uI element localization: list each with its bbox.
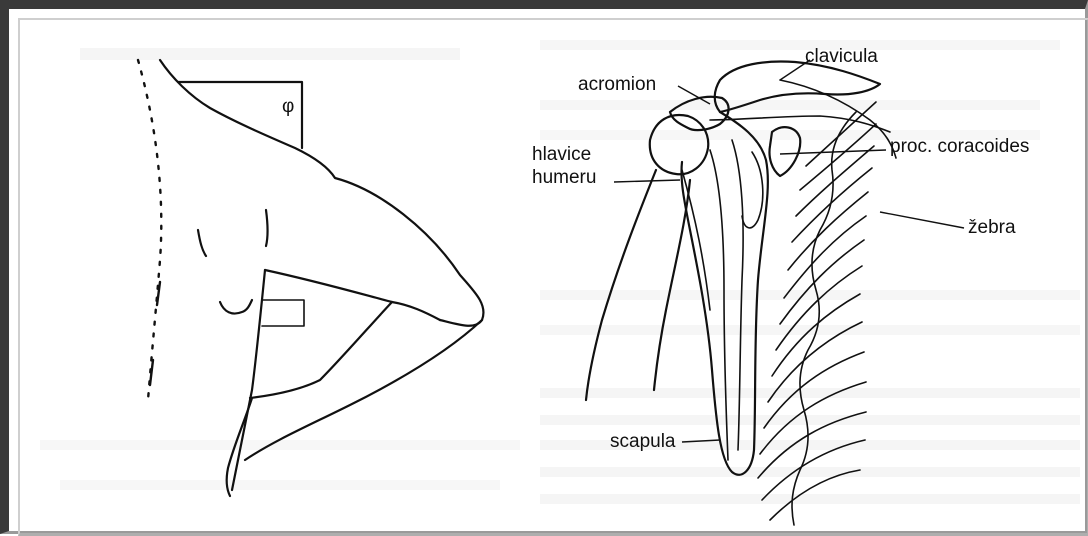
spine-dotted-line bbox=[138, 60, 161, 400]
right-anatomy-diagram: clavicula acromion hlavice humeru proc. … bbox=[532, 46, 1029, 525]
scapula-mark-1 bbox=[198, 230, 206, 256]
label-scapula: scapula bbox=[610, 431, 676, 452]
scapula-mark-2 bbox=[266, 210, 268, 246]
bleed-through-texture bbox=[40, 40, 1080, 504]
armpit-curl bbox=[220, 300, 252, 314]
label-zebra: žebra bbox=[968, 217, 1016, 238]
label-hlavice-line2: humeru bbox=[532, 167, 596, 188]
angle-symbol: φ bbox=[282, 96, 294, 117]
leader-zebra bbox=[880, 212, 964, 228]
label-acromion: acromion bbox=[578, 74, 656, 95]
ribs bbox=[758, 102, 876, 525]
figure-canvas: φ bbox=[20, 20, 1086, 530]
arm-crease bbox=[392, 302, 440, 320]
spine-dashed-line bbox=[150, 282, 160, 385]
label-coracoides: proc. coracoides bbox=[890, 136, 1029, 157]
humerus-left bbox=[586, 170, 656, 400]
humerus-right bbox=[654, 180, 690, 390]
upper-arm-inner bbox=[250, 270, 392, 398]
label-hlavice-line1: hlavice bbox=[532, 144, 591, 165]
humerus-mid bbox=[682, 170, 710, 310]
left-shoulder-diagram: φ bbox=[138, 60, 483, 496]
leader-hlavice bbox=[614, 180, 680, 182]
upper-arm-outer bbox=[245, 320, 482, 460]
glenoid bbox=[742, 152, 763, 228]
figure-inner: φ bbox=[18, 18, 1088, 536]
shoulder-contour bbox=[160, 60, 483, 326]
upper-trapezius-line bbox=[780, 80, 896, 158]
right-angle-square bbox=[262, 300, 304, 326]
label-clavicula: clavicula bbox=[805, 46, 878, 67]
scapula-inner-2 bbox=[710, 150, 728, 460]
